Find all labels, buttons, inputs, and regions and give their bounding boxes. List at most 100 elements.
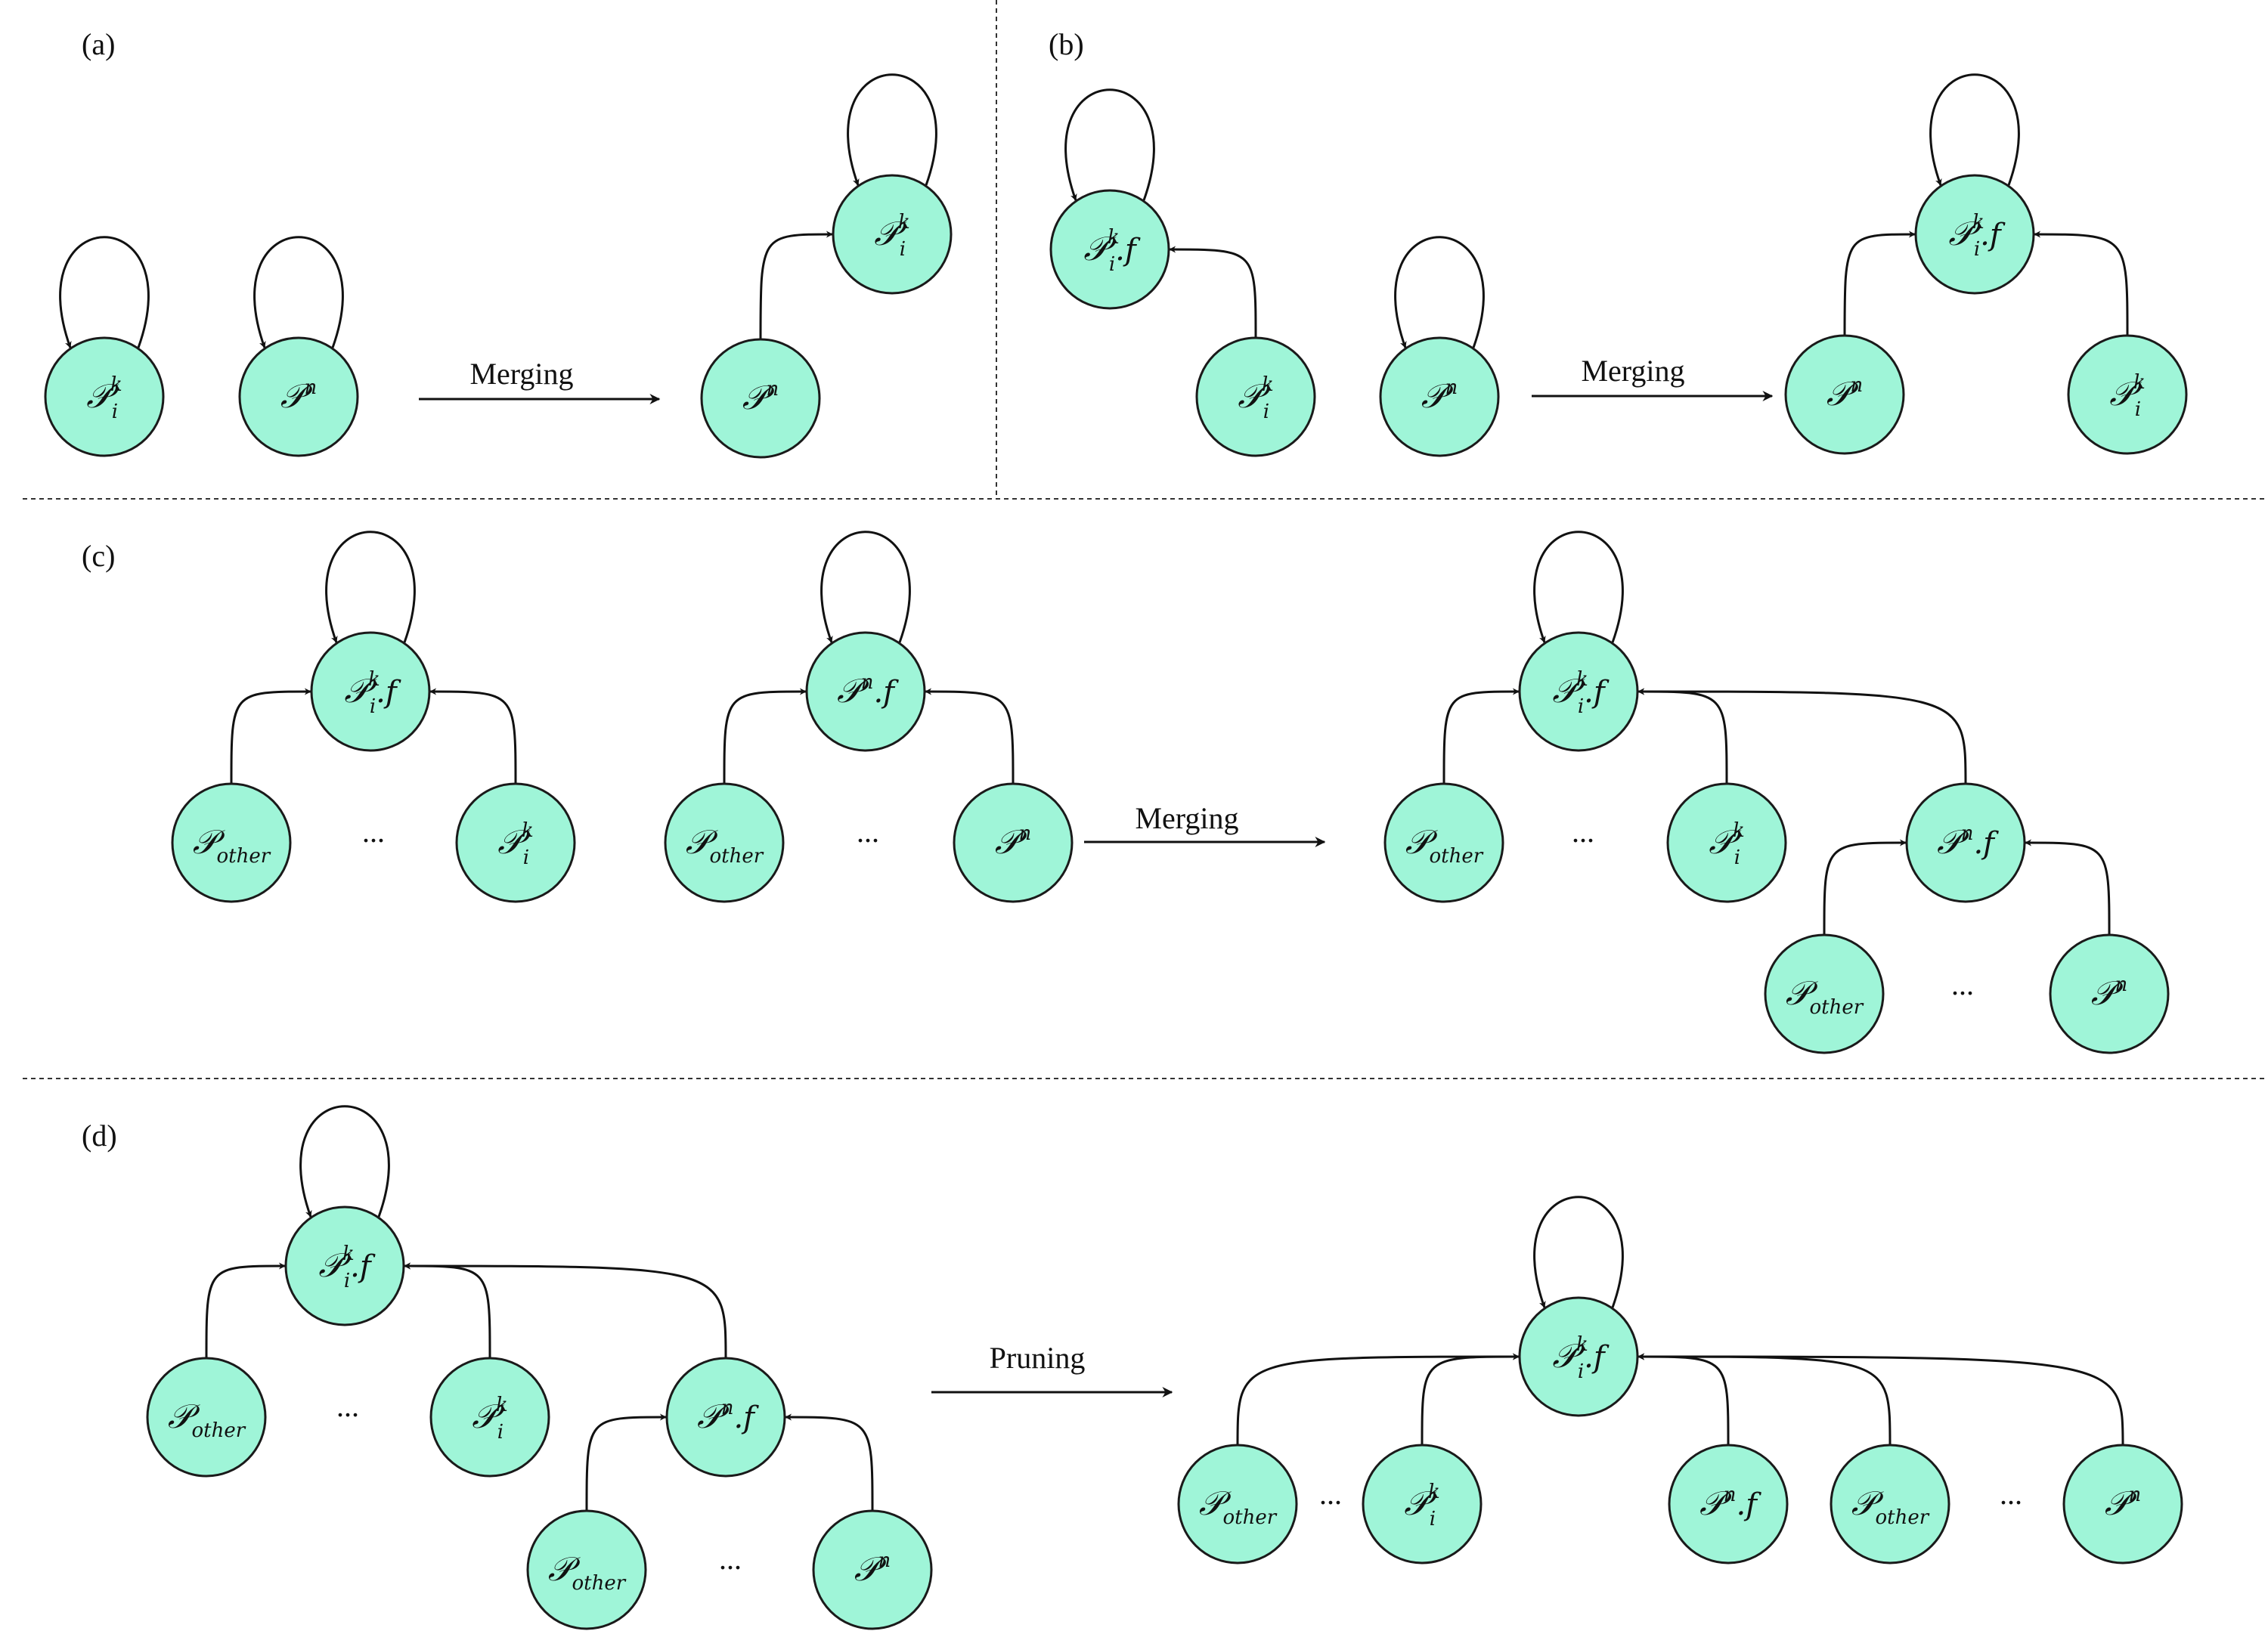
operation-arrow-d: Pruning: [931, 1341, 1173, 1397]
parent-edge-d3-to-d1: [404, 1262, 491, 1359]
node-circle: [44, 336, 165, 457]
node-p-n: 𝒫n: [2049, 933, 2170, 1054]
node-p-n-f: 𝒫n.f: [1668, 1444, 1789, 1564]
panel-label-c: (c): [82, 539, 115, 573]
self-loop-edge-d7: [1533, 1196, 1624, 1308]
parent-edge-d5-to-d4: [585, 1413, 667, 1512]
node-circle: [146, 1357, 267, 1478]
node-p-other: 𝒫other: [146, 1357, 267, 1478]
operation-label-c: Merging: [1135, 801, 1238, 835]
node-p-n-f: 𝒫n.f: [665, 1357, 786, 1478]
node-label: 𝒫other: [1405, 823, 1484, 868]
parent-edge-d12-to-d7: [1637, 1353, 2124, 1446]
node-circle: [2067, 334, 2188, 455]
parent-edge-d6-to-d4: [785, 1413, 874, 1512]
ellipsis-text: ...: [336, 1389, 359, 1423]
parent-edge-c11-to-c10: [1823, 839, 1907, 936]
self-loop-edge-b3: [1394, 236, 1485, 348]
ellipsis-text: ...: [719, 1542, 742, 1576]
parent-edge-c8-to-c7: [1442, 688, 1520, 785]
self-loop-edge-a4: [847, 73, 937, 186]
node-circle: [310, 631, 431, 752]
self-loop-edge-d1: [299, 1105, 390, 1218]
node-circle: [812, 1509, 933, 1630]
parent-edge-d11-to-d7: [1637, 1353, 1892, 1446]
node-circle: [284, 1205, 405, 1326]
node-p-other: 𝒫other: [1177, 1444, 1298, 1564]
node-circle: [1905, 782, 2026, 903]
node-circle: [953, 782, 1074, 903]
node-p-n: 𝒫n: [953, 782, 1074, 903]
panel-label-a: (a): [82, 27, 115, 61]
ellipsis-text: ...: [1572, 815, 1594, 849]
node-circle: [1668, 1444, 1789, 1564]
node-p-n: 𝒫n: [1379, 336, 1500, 457]
node-p-other: 𝒫other: [526, 1509, 647, 1630]
node-label: 𝒫other: [686, 823, 764, 868]
node-p-n: 𝒫n: [812, 1509, 933, 1630]
node-circle: [526, 1509, 647, 1630]
node-label: 𝒫other: [548, 1550, 627, 1595]
node-circle: [1784, 334, 1905, 455]
self-loop-edge-a1: [59, 236, 150, 348]
ellipses: ........................: [336, 815, 2022, 1576]
node-p-n-f: 𝒫n.f: [1905, 782, 2026, 903]
operation-arrow-c: Merging: [1084, 801, 1326, 847]
node-p-other: 𝒫other: [171, 782, 292, 903]
parent-edge-c10-to-c7: [1637, 688, 1967, 785]
node-circle: [1049, 189, 1170, 310]
parent-edge-d2-to-d1: [205, 1262, 286, 1359]
parent-edge-d10-to-d7: [1637, 1353, 1730, 1446]
ellipsis-text: ...: [362, 815, 385, 849]
node-p-n: 𝒫n: [2062, 1444, 2183, 1564]
parent-edge-b2-to-b1: [1169, 246, 1257, 339]
node-circle: [805, 631, 926, 752]
node-circle: [2049, 933, 2170, 1054]
node-circle: [1914, 174, 2035, 295]
node-p-other: 𝒫other: [1383, 782, 1504, 903]
node-p-other: 𝒫other: [1830, 1444, 1950, 1564]
node-circle: [455, 782, 576, 903]
node-p-n: 𝒫n: [238, 336, 359, 457]
parent-edge-c2-to-c1: [230, 688, 311, 785]
node-p-other: 𝒫other: [664, 782, 785, 903]
parent-edge-d4-to-d1: [404, 1262, 727, 1359]
node-circle: [1383, 782, 1504, 903]
parent-edge-c9-to-c7: [1637, 688, 1728, 785]
operation-arrow-b: Merging: [1532, 354, 1774, 401]
parent-edge-b4-to-b5: [1843, 231, 1916, 336]
node-circle: [1362, 1444, 1483, 1564]
panel-label-b: (b): [1049, 27, 1084, 61]
node-circle: [832, 174, 953, 295]
node-circle: [1830, 1444, 1950, 1564]
node-circle: [2062, 1444, 2183, 1564]
parent-edge-b6-to-b5: [2034, 231, 2129, 336]
node-circle: [1177, 1444, 1298, 1564]
operation-label-d: Pruning: [990, 1341, 1086, 1375]
ellipsis-text: ...: [1319, 1477, 1342, 1511]
node-p-other: 𝒫other: [1764, 933, 1885, 1054]
node-circle: [1666, 782, 1787, 903]
parent-edge-c6-to-c4: [925, 688, 1015, 785]
node-p-n: 𝒫n: [700, 338, 821, 459]
parent-edge-c3-to-c1: [429, 688, 517, 785]
self-loop-edge-c7: [1533, 531, 1624, 643]
self-loop-edge-b1: [1064, 88, 1155, 201]
ellipsis-text: ...: [857, 815, 879, 849]
